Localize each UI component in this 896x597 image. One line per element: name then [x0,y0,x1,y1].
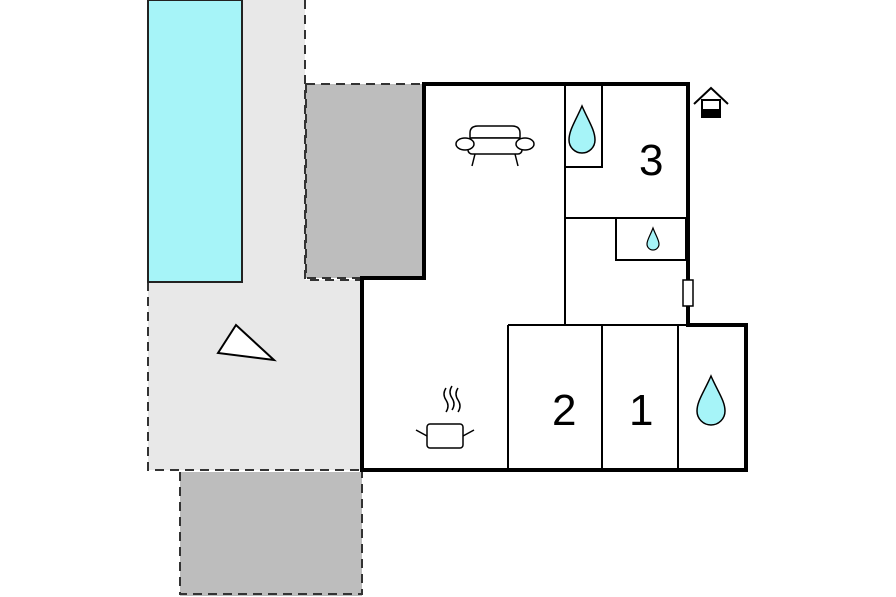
pool [147,0,243,283]
house-exit-icon [693,86,729,118]
shower-drop-icon [568,104,596,154]
bath-drop-icon [696,374,726,426]
room-1-label: 1 [629,386,653,435]
room-3-label: 3 [639,136,663,185]
room-2-label: 2 [552,386,576,435]
house-walls [360,82,748,472]
terrace-outline-right [304,0,363,470]
sun-lounger-triangle [216,323,277,362]
covered-bottom-dash [179,472,363,595]
sink-drop-icon [646,226,660,251]
terrace-outline [147,282,362,471]
bathroom-small [615,217,687,261]
covered-left-dash [305,84,362,279]
covered-area-top [306,84,424,278]
kitchen-pot-icon [415,385,475,449]
shower-cabin-top [564,83,603,168]
covered-area-bottom [180,472,362,596]
sofa-icon [455,125,535,167]
door-marker [682,279,694,307]
